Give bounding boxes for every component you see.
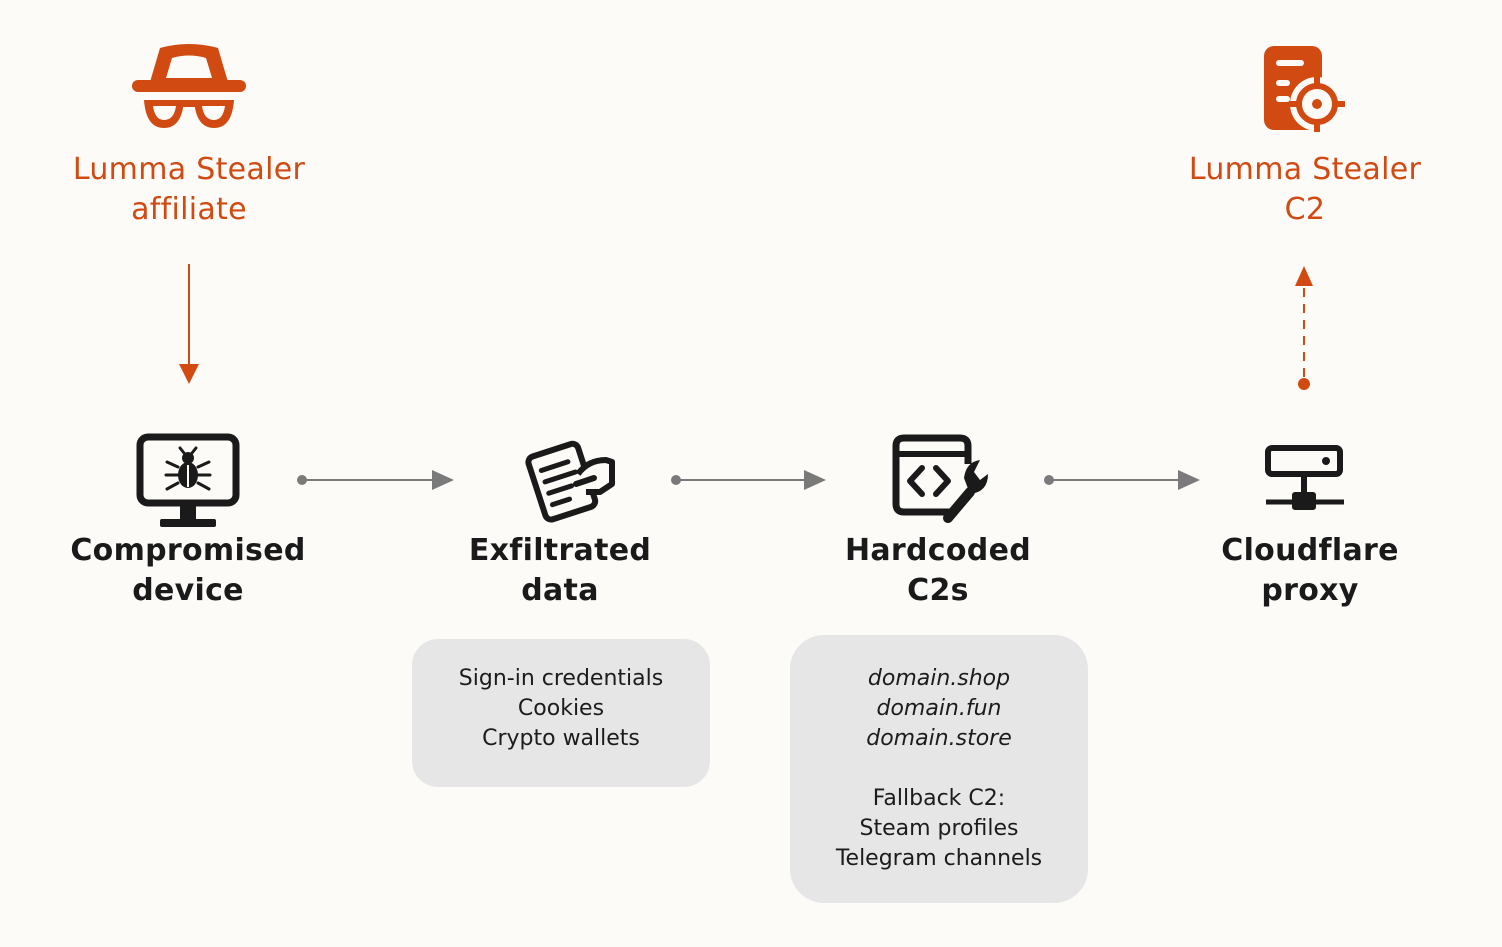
c2-label-line2: C2 <box>1284 192 1326 227</box>
exfil-item: Sign-in credentials <box>458 666 664 691</box>
spacer <box>790 754 1088 784</box>
c2-domain: domain.fun <box>876 696 1002 721</box>
flow-label-line1: Exfiltrated <box>468 533 652 568</box>
flow-label-line1: Hardcoded <box>844 533 1031 568</box>
fallback-title: Fallback C2: <box>872 786 1006 811</box>
c2-label-line1: Lumma Stealer <box>1188 152 1422 187</box>
network-proxy-icon <box>1265 445 1344 510</box>
data-to-c2s-arrow <box>671 470 826 490</box>
server-target-icon <box>1264 46 1345 132</box>
hardcoded-c2s-box: domain.shop domain.fun domain.store Fall… <box>790 635 1088 903</box>
flow-label-cloudflare-proxy: Cloudflare proxy <box>1170 531 1450 611</box>
fallback-item: Steam profiles <box>859 816 1019 841</box>
proxy-to-c2-dashed-arrow <box>1295 266 1313 390</box>
incognito-hat-glasses-icon <box>132 44 246 128</box>
flow-label-hardcoded-c2s: Hardcoded C2s <box>798 531 1078 611</box>
exfiltrated-data-box: Sign-in credentials Cookies Crypto walle… <box>412 639 710 787</box>
flow-label-line2: device <box>132 573 244 608</box>
flow-label-exfiltrated-data: Exfiltrated data <box>420 531 700 611</box>
affiliate-to-device-arrow <box>179 264 199 384</box>
c2-domain: domain.store <box>866 726 1012 751</box>
exfil-item: Cookies <box>517 696 605 721</box>
flow-label-line2: proxy <box>1261 573 1359 608</box>
exfil-item: Crypto wallets <box>482 726 640 751</box>
fallback-item: Telegram channels <box>835 846 1043 871</box>
stolen-document-hand-icon <box>525 440 615 523</box>
code-window-wrench-icon <box>892 434 988 523</box>
affiliate-label-line1: Lumma Stealer <box>72 152 306 187</box>
flow-label-line2: data <box>521 573 599 608</box>
flow-label-compromised-device: Compromised device <box>48 531 328 611</box>
device-to-data-arrow <box>297 470 454 490</box>
infected-monitor-bug-icon <box>136 433 240 527</box>
affiliate-label-line2: affiliate <box>131 192 247 227</box>
affiliate-label: Lumma Stealer affiliate <box>40 150 338 230</box>
flow-label-line1: Cloudflare <box>1221 533 1399 568</box>
c2-label: Lumma Stealer C2 <box>1156 150 1454 230</box>
c2-domain: domain.shop <box>867 666 1011 691</box>
c2s-to-proxy-arrow <box>1044 470 1200 490</box>
flow-label-line2: C2s <box>907 573 969 608</box>
flow-label-line1: Compromised <box>70 533 306 568</box>
